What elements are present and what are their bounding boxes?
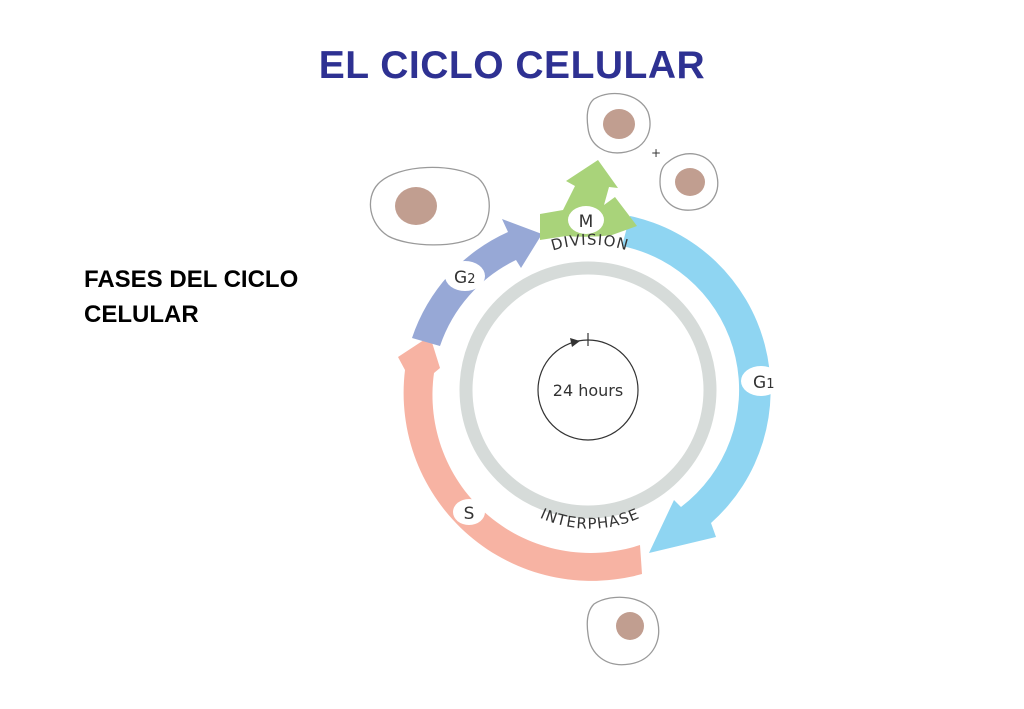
s-phase-arc [398,336,642,581]
plus-sign: + [651,146,661,160]
cell-daughter-right [659,153,719,211]
g2-label-bubble: G2 [445,261,485,291]
side-label-line-2: CELULAR [84,301,199,328]
m-phase-arrow [540,160,637,240]
g1-label: G [753,373,766,393]
g1-label-bubble: G1 [741,366,781,396]
s-label: S [464,504,475,524]
svg-text:G1: G1 [753,373,774,393]
center-label: 24 hours [553,381,623,400]
side-label-line-1: FASES DEL CICLO [84,266,299,293]
cell-g1 [586,596,660,666]
m-label-bubble: M [568,206,604,234]
svg-text:G2: G2 [454,268,475,288]
clock-arrow-icon [570,338,580,347]
inner-ring [459,261,717,519]
g2-label: G [454,268,467,288]
cell-daughter-top [586,92,651,154]
g1-subscript: 1 [766,377,774,392]
cell-g2 [369,166,490,246]
division-label: DIVISION [549,231,631,255]
slide-title: EL CICLO CELULAR [318,44,706,87]
s-label-bubble: S [453,499,485,525]
g1-phase-arc [622,216,771,553]
side-label: FASES DEL CICLO CELULAR [84,262,298,332]
m-label: M [579,212,594,232]
g2-subscript: 2 [467,272,475,287]
